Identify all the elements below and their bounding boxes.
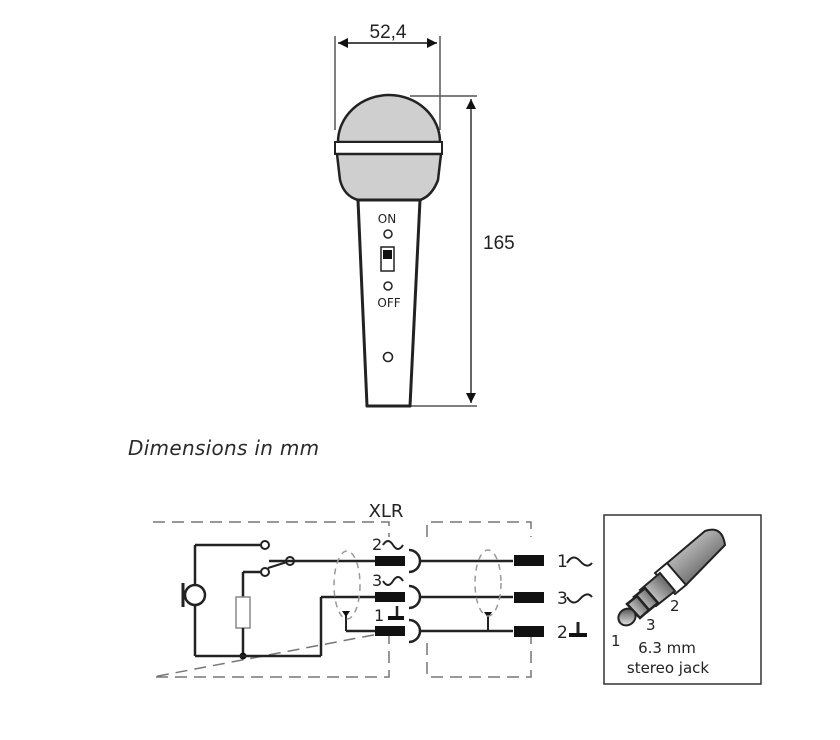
jack-ring-3-label: 3 bbox=[646, 616, 656, 634]
mic-head-lower bbox=[335, 152, 443, 202]
jack-size-label: 6.3 mm bbox=[638, 639, 696, 657]
xlr-pin-2-label: 2 bbox=[372, 535, 382, 554]
xlr-pin-2-signal-icon bbox=[382, 540, 404, 550]
height-dimension: 165 bbox=[400, 95, 515, 407]
jack-pin-1-label: 1 bbox=[557, 552, 568, 572]
resistor-icon bbox=[235, 596, 251, 629]
width-label: 52,4 bbox=[370, 22, 407, 43]
jack-ring-2-label: 2 bbox=[670, 597, 680, 615]
microphone-drawing: ON OFF bbox=[334, 93, 443, 408]
mic-screw-hole bbox=[382, 351, 394, 363]
jack-type-label: stereo jack bbox=[627, 659, 710, 677]
xlr-pin-3-signal-icon bbox=[382, 576, 404, 586]
xlr-pin-3-label: 3 bbox=[372, 571, 382, 590]
switch-off-label: OFF bbox=[377, 296, 400, 310]
mic-head-dome bbox=[336, 93, 442, 144]
jack-pin-1-signal-icon bbox=[566, 556, 593, 567]
jack-pin-3-signal-icon bbox=[566, 593, 593, 604]
xlr-pin-1-label: 1 bbox=[374, 606, 384, 625]
dimensions-caption: Dimensions in mm bbox=[128, 436, 320, 460]
width-dimension: 52,4 bbox=[334, 22, 441, 130]
shield-ellipse-right bbox=[474, 549, 502, 617]
stereo-jack-illustration: 2 3 1 6.3 mm stereo jack bbox=[603, 514, 762, 685]
jack-pin-3-label: 3 bbox=[557, 589, 568, 609]
shield-ellipse-left bbox=[333, 550, 361, 620]
height-label: 165 bbox=[483, 233, 515, 254]
wiring-diagram: XLR 2 3 1 bbox=[152, 501, 593, 678]
jack-tip-1-label: 1 bbox=[611, 632, 621, 650]
xlr-label: XLR bbox=[369, 501, 404, 522]
mic-capsule-icon bbox=[183, 583, 207, 607]
jack-pin-2-label: 2 bbox=[557, 623, 568, 643]
switch-on-label: ON bbox=[378, 212, 396, 226]
